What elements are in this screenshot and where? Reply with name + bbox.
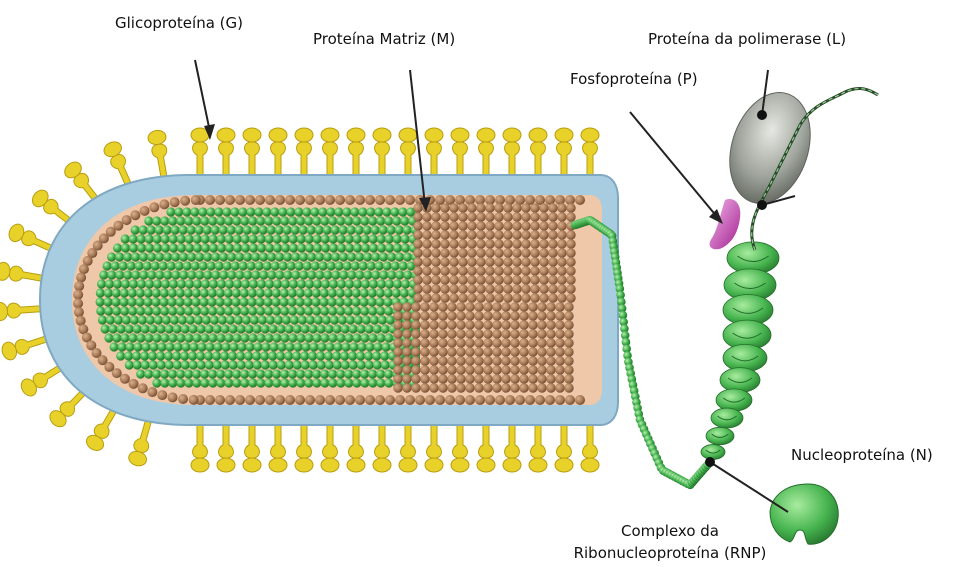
phosphoprotein (710, 199, 741, 249)
pointer-glicoproteina (195, 60, 210, 132)
glycoprotein-spike (347, 425, 365, 472)
glycoprotein-spike (321, 425, 339, 472)
glycoprotein-spike (529, 128, 547, 175)
glycoprotein-spike (451, 128, 469, 175)
glycoprotein-spike (581, 425, 599, 472)
glycoprotein-spike (0, 261, 44, 287)
glycoprotein-spike (0, 330, 50, 362)
glycoprotein-spike (347, 128, 365, 175)
glycoprotein-spike (503, 425, 521, 472)
rnp-complex (701, 82, 878, 459)
glycoprotein-spike (295, 128, 313, 175)
label-proteina-polimerase: Proteína da polimerase (L) (648, 30, 846, 48)
glycoprotein-spike (477, 425, 495, 472)
glycoprotein-spike (321, 128, 339, 175)
glycoprotein-spike (217, 128, 235, 175)
label-rnp-line2: Ribonucleoproteína (RNP) (548, 544, 792, 562)
glycoprotein-spike (555, 128, 573, 175)
glycoprotein-spike (373, 128, 391, 175)
glycoprotein-spike (555, 425, 573, 472)
glycoprotein-spike (243, 128, 261, 175)
glycoprotein-spike (269, 425, 287, 472)
glycoprotein-spike (295, 425, 313, 472)
glycoprotein-spike (451, 425, 469, 472)
label-rnp-line1: Complexo da (580, 522, 760, 540)
pointer-fosfoproteina (630, 112, 718, 218)
glycoprotein-spike (269, 128, 287, 175)
glycoprotein-spike (373, 425, 391, 472)
polymerase-protein (716, 82, 824, 214)
glycoprotein-spike (399, 425, 417, 472)
glycoprotein-spike (581, 128, 599, 175)
glycoprotein-spike (529, 425, 547, 472)
glycoprotein-spike (425, 425, 443, 472)
glycoprotein-spike (399, 128, 417, 175)
glycoprotein-spike (0, 300, 41, 321)
glycoprotein-spike (191, 425, 209, 472)
pointer-rnp (710, 462, 788, 512)
glycoprotein-spike (503, 128, 521, 175)
glycoprotein-spike (191, 128, 209, 175)
label-proteina-matriz: Proteína Matriz (M) (313, 30, 455, 48)
glycoprotein-spike (127, 418, 157, 468)
glycoprotein-spike (425, 128, 443, 175)
glycoprotein-spike (217, 425, 235, 472)
glycoprotein-spike (243, 425, 261, 472)
label-nucleoproteina: Nucleoproteína (N) (791, 446, 933, 464)
label-fosfoproteina: Fosfoproteína (P) (570, 70, 698, 88)
label-glicoproteina: Glicoproteína (G) (115, 14, 243, 32)
free-nucleoprotein (770, 484, 838, 544)
glycoprotein-spike (147, 129, 173, 178)
glycoprotein-spike (477, 128, 495, 175)
